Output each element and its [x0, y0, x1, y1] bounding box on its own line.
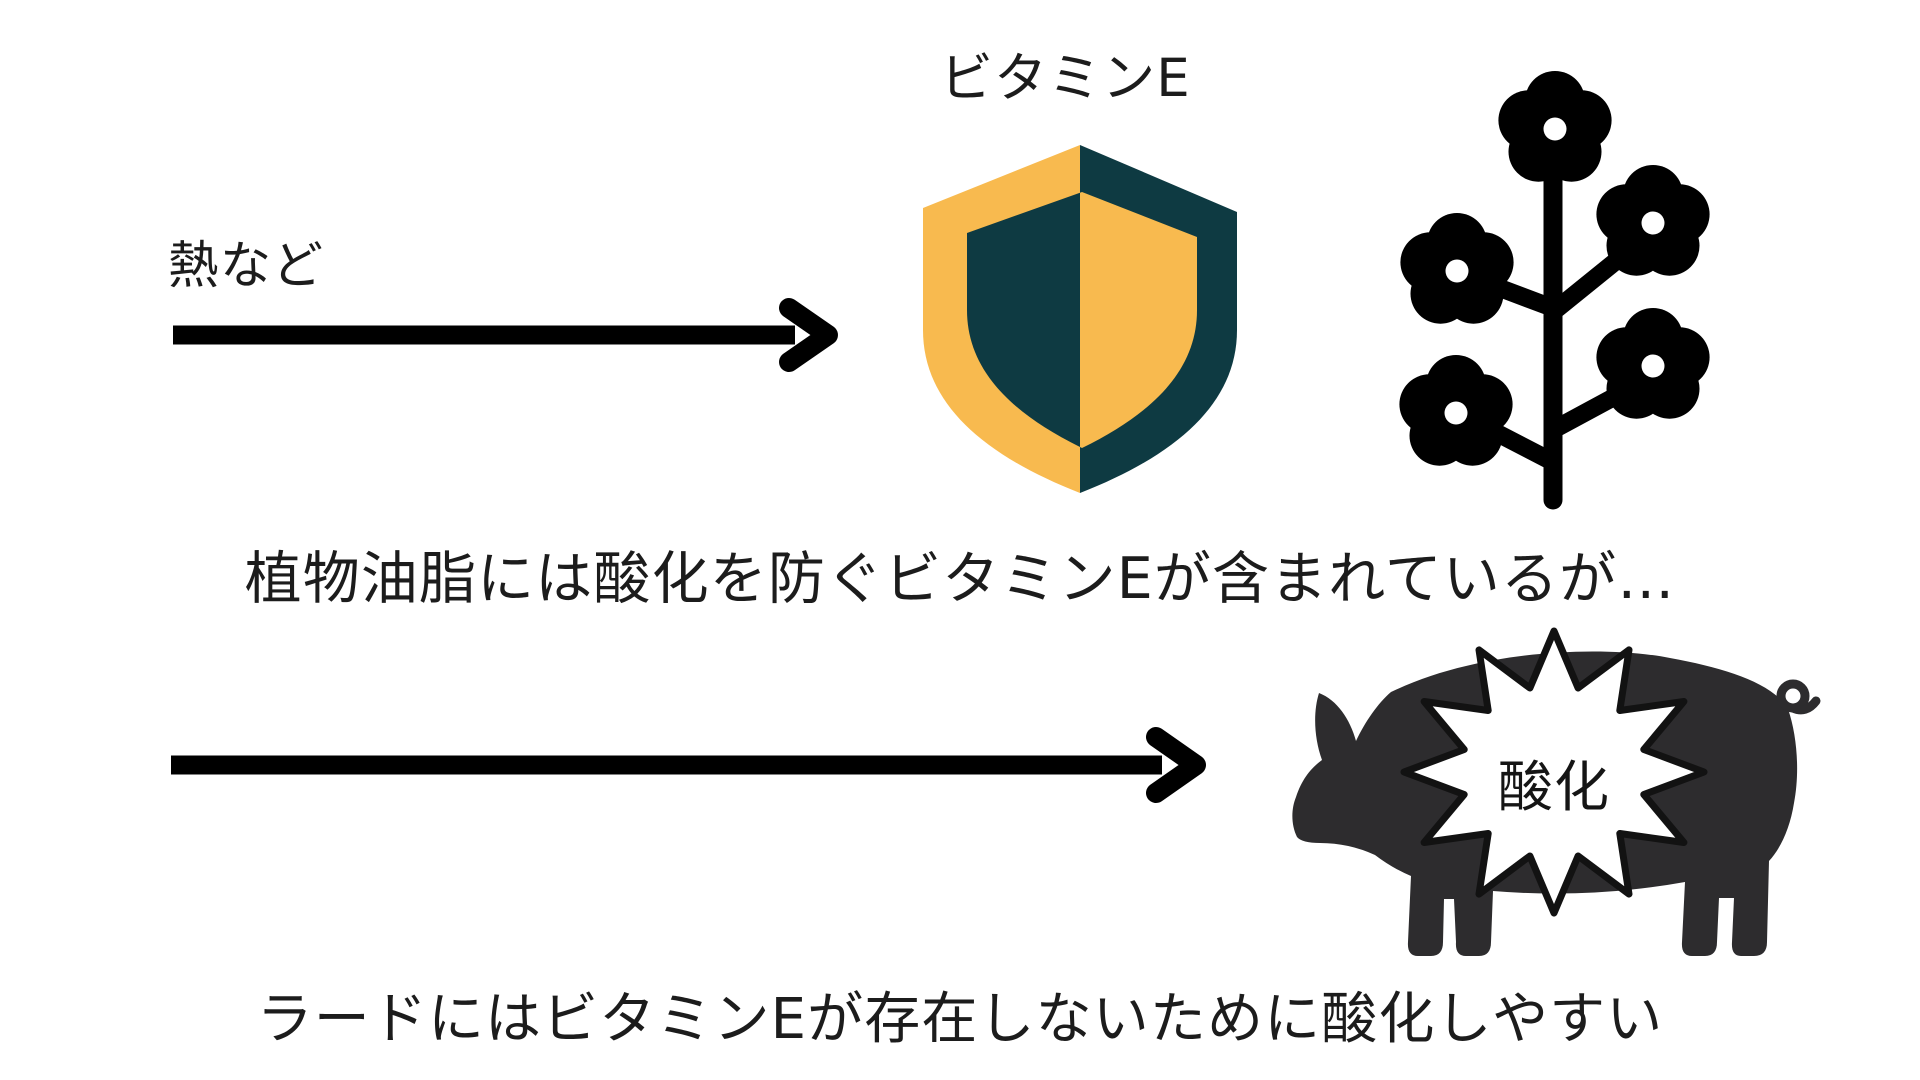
flower-blossom — [1400, 213, 1514, 324]
vitamin-e-title: ビタミンE — [940, 48, 1191, 109]
heat-stimulus-label: 熱など — [168, 237, 325, 296]
shield-icon — [923, 145, 1237, 493]
flower-blossom — [1399, 355, 1513, 466]
arrow-right-icon — [173, 298, 838, 372]
oxidation-burst-label: 酸化 — [1497, 755, 1611, 819]
lard-caption: ラードにはビタミンEが存在しないために酸化しやすい — [256, 987, 1664, 1052]
arrow-right-icon — [171, 727, 1206, 803]
flower-blossom — [1596, 165, 1710, 276]
rapeseed-flower-icon — [1399, 71, 1710, 510]
flower-blossom — [1596, 308, 1710, 419]
vegetable-oil-caption: 植物油脂には酸化を防ぐビタミンEが含まれているが… — [244, 546, 1676, 612]
flower-blossom — [1498, 71, 1612, 182]
starburst-icon — [1400, 627, 1708, 917]
